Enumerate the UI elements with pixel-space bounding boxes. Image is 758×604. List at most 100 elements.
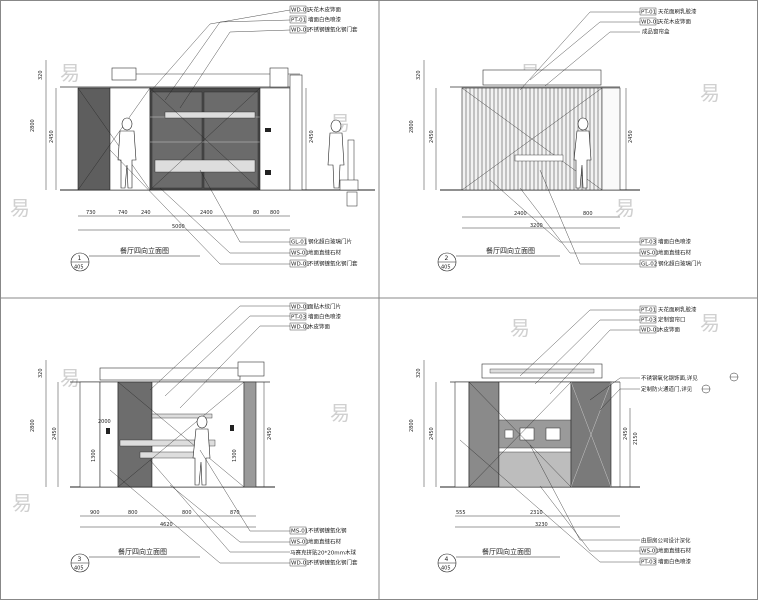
material-code: PT-03 [641,240,657,246]
height-dim: 320 [38,368,44,378]
view-number: 1 [78,255,82,262]
material-code: WS-01 [291,540,309,546]
material-code: PT-03 [641,318,657,324]
height-dim: 2450 [267,427,273,440]
person-figure-side [327,119,345,189]
width-dim: 730 [86,210,96,216]
material-code: GL-02 [641,262,657,268]
material-code: MS-01 [291,529,308,535]
view-number: 4 [445,556,449,563]
watermark: 易 [615,196,635,220]
oven [519,427,535,441]
height-dim: 2450 [429,427,435,440]
material-label: 木皮饰面 [658,326,681,334]
panel-2: 320 2800 2450 2450 2400 800 3200 PT-01 天… [409,8,702,272]
side-dim: 1300 [91,449,97,462]
material-label: 天花木皮饰面 [308,6,342,14]
person-figure [117,117,137,189]
total-dim: 4620 [160,522,173,528]
width-dim: 800 [182,510,192,516]
height-dim: 2150 [633,432,639,445]
width-dim: 240 [141,210,151,216]
watermark: 易 [60,366,80,390]
curtain-folds [465,88,599,190]
material-code: WD-01 [291,305,310,311]
height-dim: 2450 [309,130,315,143]
sheet-number: 405 [441,265,451,271]
material-code: WS-01 [291,251,309,257]
material-label: 墙面白色喷漆 [308,313,342,321]
width-dim: 555 [456,510,466,516]
material-label: 不锈钢镀氧化钢门套 [308,26,358,34]
oven [545,427,561,441]
sheet-number: 405 [74,566,84,572]
watermark: 易 [510,316,530,340]
material-code: WS-01 [641,549,659,555]
material-label: 墙面白色喷漆 [308,16,342,24]
material-label: 不锈钢镀氧化钢门套 [308,559,358,567]
material-label: 定制窗帘口 [658,316,686,324]
width-dim: 2400 [200,210,213,216]
watermark-group: 易 易 易 易 易 易 易 易 易 易 易 [10,61,720,515]
watermark: 易 [700,311,720,335]
material-code: PT-01 [291,18,306,24]
elevation-title: 餐厅四向立面图 [486,246,535,255]
width-dim: 800 [270,210,280,216]
elevation-title: 餐厅四向立面图 [120,246,169,255]
material-code: PT-03 [641,560,657,566]
side-note: 不锈钢氧化钢饰面,详见 [641,374,698,382]
panel-3: 320 2800 2450 2450 2000 1300 1300 900 80… [30,303,358,573]
material-label: 钢化超白玻璃门片 [658,260,702,268]
side-dim: 1300 [232,449,238,462]
width-dim: 800 [583,211,593,217]
width-dim: 870 [230,510,240,516]
dark-door [77,87,111,191]
material-label: 地面直缝石材 [308,249,342,257]
panel-4: 320 2800 2450 2450 2150 555 2310 3230 PT… [409,306,739,573]
material-label: 墙面白色喷漆 [658,238,692,246]
material-code: WD-01 [291,8,310,14]
material-code: PT-01 [641,10,656,16]
elevation-title: 餐厅四向立面图 [118,547,167,556]
watermark: 易 [330,401,350,425]
height-dim: 2450 [429,130,435,143]
height-dim: 320 [416,70,422,80]
width-dim: 800 [128,510,138,516]
view-number: 2 [445,255,449,262]
material-label: 马赛克拼贴20*20mm木球 [290,549,356,557]
height-dim: 320 [416,368,422,378]
material-label: 地面直缝石材 [658,547,692,555]
side-dim: 2000 [98,419,111,425]
width-dim: 2400 [514,211,527,217]
total-dim: 5000 [172,224,185,230]
total-dim: 3200 [530,223,543,229]
width-dim: 900 [90,510,100,516]
width-dim: 2310 [530,510,543,516]
material-label: 木皮饰面 [308,323,331,331]
sheet-number: 405 [441,566,451,572]
material-label: 地面直缝石材 [658,249,692,257]
height-dim: 2800 [409,419,415,432]
stone-panel [468,381,500,488]
material-code: PT-01 [641,308,656,314]
height-dim: 2800 [30,419,36,432]
material-label: 面贴木纹门片 [308,303,341,311]
height-dim: 2450 [623,427,629,440]
material-code: WS-01 [641,251,659,257]
material-code: PT-03 [291,315,307,321]
height-dim: 320 [38,70,44,80]
material-label: 天花木皮饰面 [658,18,692,26]
material-label: 不锈钢镀氧化钢 [308,527,347,535]
watermark: 易 [10,196,30,220]
material-label: 成品窗帘盒 [642,28,670,36]
side-note: 定制防火通道门,详见 [641,385,693,393]
material-code: WD-01 [291,262,310,268]
material-code: WD-01 [291,561,310,567]
ac-unit [237,361,265,377]
height-dim: 2450 [52,427,58,440]
sheet-number: 405 [74,265,84,271]
person-figure [192,415,211,486]
material-label: 不锈钢镀氧化钢门套 [308,260,358,268]
